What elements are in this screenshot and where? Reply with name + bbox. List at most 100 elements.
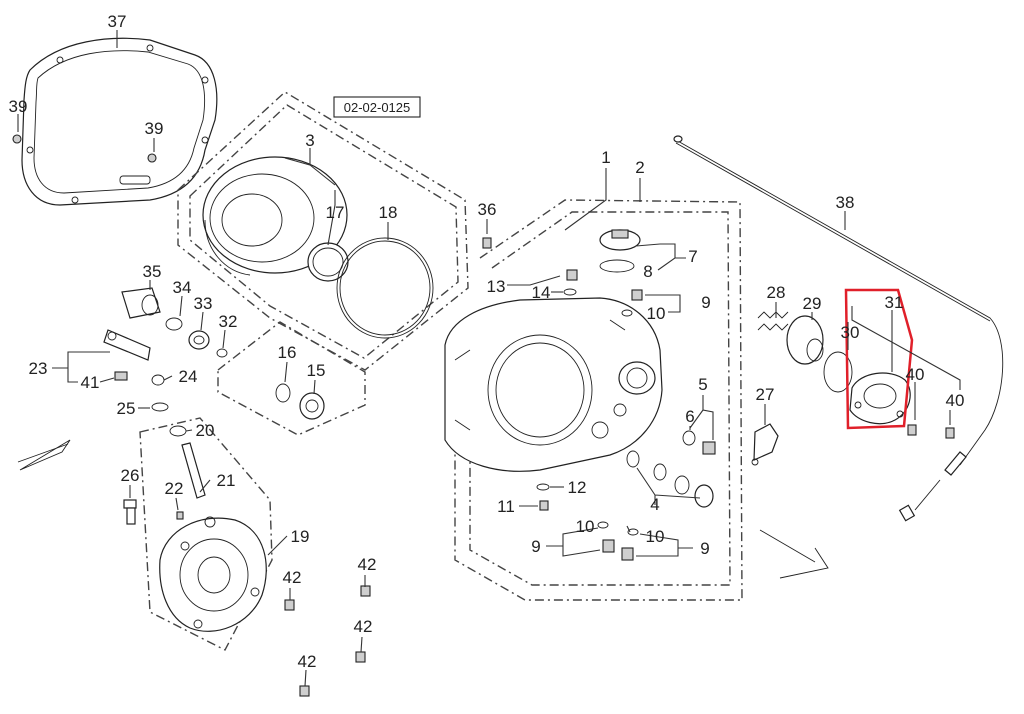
label-40a: 40 bbox=[906, 365, 925, 384]
bolt-42d[interactable] bbox=[299, 685, 310, 697]
ref-code-label: 02-02-0125 bbox=[344, 100, 411, 115]
washer-12[interactable] bbox=[536, 483, 550, 491]
label-11: 11 bbox=[497, 497, 515, 516]
label-24: 24 bbox=[179, 367, 198, 386]
washer-10c[interactable] bbox=[627, 528, 639, 536]
label-28: 28 bbox=[767, 283, 786, 302]
direction-arrow-left bbox=[17, 439, 71, 471]
label-22: 22 bbox=[165, 479, 184, 498]
label-2: 2 bbox=[635, 158, 644, 177]
label-36: 36 bbox=[478, 200, 497, 219]
o-ring-18[interactable] bbox=[336, 237, 434, 339]
o-ring-17[interactable] bbox=[307, 242, 349, 282]
label-21: 21 bbox=[217, 471, 236, 490]
plug-5[interactable] bbox=[702, 441, 716, 455]
pin-22[interactable] bbox=[176, 511, 184, 520]
label-23: 23 bbox=[29, 359, 48, 378]
seal-20[interactable] bbox=[169, 425, 187, 437]
label-29: 29 bbox=[803, 294, 822, 313]
label-9a: 9 bbox=[701, 293, 710, 312]
o-ring-6[interactable] bbox=[682, 430, 696, 446]
plug-9b[interactable] bbox=[602, 539, 615, 553]
direction-arrow-right bbox=[759, 529, 829, 579]
label-25: 25 bbox=[117, 399, 136, 418]
washer-34[interactable] bbox=[165, 317, 183, 331]
label-6: 6 bbox=[685, 407, 694, 426]
label-15: 15 bbox=[307, 361, 326, 380]
label-27: 27 bbox=[756, 385, 775, 404]
label-42b: 42 bbox=[358, 555, 377, 574]
label-34: 34 bbox=[173, 278, 192, 297]
label-3: 3 bbox=[305, 131, 314, 150]
label-42c: 42 bbox=[354, 617, 373, 636]
circlip-16[interactable] bbox=[275, 383, 291, 403]
part-labels: 37 39 39 3 17 18 36 1 2 7 8 13 14 9 10 3… bbox=[9, 12, 965, 671]
bolt-13[interactable] bbox=[566, 269, 578, 281]
label-35: 35 bbox=[143, 262, 162, 281]
plug-9c[interactable] bbox=[621, 547, 634, 561]
cable-38[interactable] bbox=[673, 135, 1004, 522]
bolt-40b[interactable] bbox=[945, 427, 955, 439]
bolt-41[interactable] bbox=[114, 371, 128, 381]
label-41: 41 bbox=[81, 373, 100, 392]
label-9c: 9 bbox=[700, 539, 709, 558]
clip-32[interactable] bbox=[216, 348, 228, 358]
clutch-drum-3[interactable] bbox=[202, 156, 348, 276]
lever-23[interactable] bbox=[103, 329, 151, 361]
label-39a: 39 bbox=[9, 97, 28, 116]
bolt-42b[interactable] bbox=[360, 585, 371, 597]
washer-10b[interactable] bbox=[597, 521, 609, 529]
bolt-36[interactable] bbox=[482, 237, 492, 249]
seal-set-4[interactable] bbox=[626, 450, 714, 508]
o-ring-30[interactable] bbox=[823, 351, 853, 393]
label-18: 18 bbox=[379, 203, 398, 222]
spring-24[interactable] bbox=[151, 374, 165, 386]
spring-28[interactable] bbox=[757, 311, 789, 331]
label-37: 37 bbox=[108, 12, 127, 31]
bolt-42c[interactable] bbox=[355, 651, 366, 663]
shaft-21[interactable] bbox=[181, 442, 206, 499]
plug-9a[interactable] bbox=[631, 289, 643, 301]
bolt-39a[interactable] bbox=[12, 134, 22, 144]
filler-cap-7[interactable] bbox=[599, 229, 641, 251]
label-10c: 10 bbox=[646, 527, 665, 546]
bracket-27[interactable] bbox=[751, 423, 779, 466]
shaft-35[interactable] bbox=[121, 287, 161, 319]
oil-filter-29[interactable] bbox=[786, 315, 824, 365]
filter-cap-31[interactable] bbox=[849, 372, 911, 425]
label-10a: 10 bbox=[647, 304, 666, 323]
nut-33[interactable] bbox=[188, 330, 210, 350]
label-5: 5 bbox=[698, 375, 707, 394]
gasket-37[interactable] bbox=[21, 37, 218, 206]
label-14: 14 bbox=[532, 283, 551, 302]
bolt-11[interactable] bbox=[539, 500, 549, 511]
pump-cover-19[interactable] bbox=[159, 516, 267, 632]
label-19: 19 bbox=[291, 527, 310, 546]
label-42d: 42 bbox=[298, 652, 317, 671]
bearing-15[interactable] bbox=[299, 392, 325, 420]
ref-code-box: 02-02-0125 bbox=[333, 96, 421, 118]
bolt-40a[interactable] bbox=[907, 424, 917, 436]
bolt-42a[interactable] bbox=[284, 599, 295, 611]
label-42a: 42 bbox=[283, 568, 302, 587]
bolt-26[interactable] bbox=[123, 499, 137, 525]
o-ring-8[interactable] bbox=[599, 259, 635, 273]
washer-10a[interactable] bbox=[621, 309, 633, 317]
label-13: 13 bbox=[487, 277, 506, 296]
bolt-39b[interactable] bbox=[147, 153, 157, 163]
washer-25[interactable] bbox=[151, 402, 169, 412]
label-30: 30 bbox=[841, 323, 860, 342]
label-39b: 39 bbox=[145, 119, 164, 138]
label-26: 26 bbox=[121, 466, 140, 485]
crankcase-cover-body[interactable] bbox=[444, 297, 663, 472]
bearing-box bbox=[217, 321, 366, 436]
label-31: 31 bbox=[885, 293, 904, 312]
label-9b: 9 bbox=[531, 537, 540, 556]
label-8: 8 bbox=[643, 262, 652, 281]
label-16: 16 bbox=[278, 343, 297, 362]
washer-14[interactable] bbox=[563, 288, 577, 296]
label-10b: 10 bbox=[576, 517, 595, 536]
label-17: 17 bbox=[326, 203, 345, 222]
